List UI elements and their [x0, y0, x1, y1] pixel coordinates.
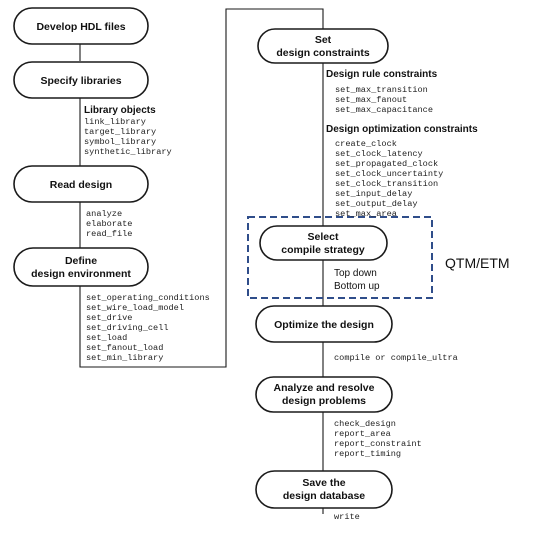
design-optimization-command: set_propagated_clock	[335, 159, 438, 169]
design-optimization-command: set_clock_uncertainty	[335, 169, 443, 179]
node-analyze-resolve: Analyze and resolve design problems	[255, 376, 393, 413]
node-define-env: Define design environment	[13, 247, 149, 287]
node-select-strategy: Select compile strategy	[259, 225, 388, 261]
write-commands-list: write	[334, 512, 360, 522]
env-command: set_driving_cell	[86, 323, 169, 333]
check-commands-list: check_design report_area report_constrai…	[334, 419, 422, 459]
env-command: set_operating_conditions	[86, 293, 210, 303]
compile-strategy-highlight-box	[247, 216, 433, 299]
node-develop-hdl-label: Develop HDL files	[36, 21, 125, 33]
node-optimize: Optimize the design	[255, 305, 393, 343]
node-specify-libraries-shape	[13, 61, 149, 99]
strategy-list: Top down Bottom up	[334, 268, 380, 292]
node-define-env-label-1: Define	[65, 255, 97, 267]
design-optimization-command: set_max_area	[335, 209, 397, 219]
design-optimization-command: set_input_delay	[335, 189, 412, 199]
design-optimization-list: create_clock set_clock_latency set_propa…	[335, 139, 443, 219]
node-develop-hdl: Develop HDL files	[13, 7, 149, 45]
node-optimize-label: Optimize the design	[274, 319, 374, 331]
library-objects-list: link_library target_library symbol_libra…	[84, 117, 172, 157]
node-read-design: Read design	[13, 165, 149, 203]
node-specify-libraries-label: Specify libraries	[40, 75, 121, 87]
read-command: elaborate	[86, 219, 132, 229]
node-save-db-label-1: Save the	[302, 477, 345, 489]
node-set-constraints-label-2: design constraints	[276, 47, 370, 59]
connectors	[79, 8, 324, 514]
node-analyze-resolve-shape	[255, 376, 393, 413]
library-command: synthetic_library	[84, 147, 172, 157]
strategy-option: Top down	[334, 268, 377, 279]
node-save-db-shape	[255, 470, 393, 509]
read-commands-list: analyze elaborate read_file	[86, 209, 132, 239]
check-command: check_design	[334, 419, 396, 429]
node-analyze-resolve-label-2: design problems	[282, 395, 366, 407]
env-command: set_fanout_load	[86, 343, 163, 353]
library-command: link_library	[84, 117, 146, 127]
design-optimization-command: set_output_delay	[335, 199, 418, 209]
compile-command: compile or compile_ultra	[334, 353, 458, 363]
env-command: set_wire_load_model	[86, 303, 184, 313]
node-optimize-shape	[255, 305, 393, 343]
node-define-env-label-2: design environment	[31, 268, 131, 280]
node-set-constraints-shape	[257, 28, 389, 64]
design-rule-command: set_max_fanout	[335, 95, 407, 105]
env-command: set_load	[86, 333, 127, 343]
design-optimization-command: create_clock	[335, 139, 397, 149]
compile-commands-list: compile or compile_ultra	[334, 353, 458, 363]
design-rule-command: set_max_transition	[335, 85, 428, 95]
node-select-strategy-shape	[259, 225, 388, 261]
design-optimization-command: set_clock_transition	[335, 179, 438, 189]
design-rule-list: set_max_transition set_max_fanout set_ma…	[335, 85, 433, 115]
write-command: write	[334, 512, 360, 522]
design-optimization-header: Design optimization constraints	[326, 124, 478, 135]
node-save-db-label-2: design database	[283, 490, 365, 502]
connector-env-to-constraints	[79, 8, 324, 368]
node-set-constraints-label-1: Set	[315, 34, 332, 46]
qtm-etm-label: QTM/ETM	[445, 255, 510, 271]
node-select-strategy-label-2: compile strategy	[281, 244, 365, 256]
check-command: report_area	[334, 429, 391, 439]
env-commands-list: set_operating_conditions set_wire_load_m…	[86, 293, 210, 363]
design-rule-header: Design rule constraints	[326, 69, 438, 80]
env-command: set_drive	[86, 313, 132, 323]
node-save-db: Save the design database	[255, 470, 393, 509]
library-command: symbol_library	[84, 137, 156, 147]
node-analyze-resolve-label-1: Analyze and resolve	[274, 382, 375, 394]
node-define-env-shape	[13, 247, 149, 287]
node-read-design-label: Read design	[50, 179, 112, 191]
library-command: target_library	[84, 127, 156, 137]
node-select-strategy-label-1: Select	[308, 231, 339, 243]
design-rule-command: set_max_capacitance	[335, 105, 433, 115]
library-objects-header: Library objects	[84, 105, 156, 116]
read-command: read_file	[86, 229, 132, 239]
env-command: set_min_library	[86, 353, 163, 363]
read-command: analyze	[86, 209, 122, 219]
node-read-design-shape	[13, 165, 149, 203]
strategy-option: Bottom up	[334, 281, 380, 292]
check-command: report_timing	[334, 449, 401, 459]
node-develop-hdl-shape	[13, 7, 149, 45]
node-set-constraints: Set design constraints	[257, 28, 389, 64]
check-command: report_constraint	[334, 439, 422, 449]
design-optimization-command: set_clock_latency	[335, 149, 423, 159]
node-specify-libraries: Specify libraries	[13, 61, 149, 99]
